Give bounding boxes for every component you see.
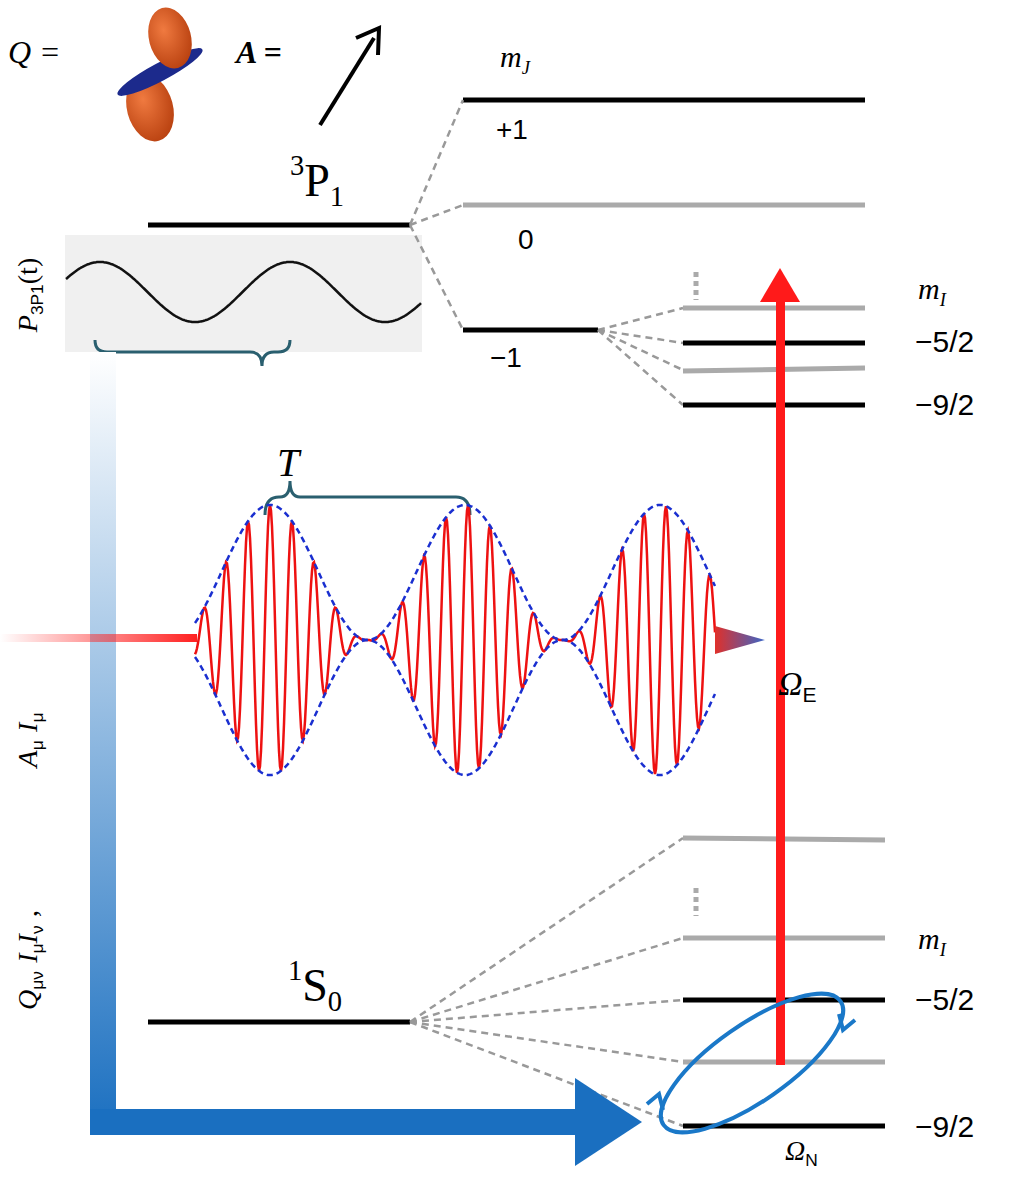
symbol-label: A =: [236, 35, 282, 70]
coupling-label-text: Q: [12, 990, 43, 1010]
quantum-number-text: I: [940, 289, 946, 310]
coupling-arrow: [90, 352, 642, 1166]
quadrupole-icon: [113, 3, 206, 147]
quantum-number-text: m: [500, 40, 522, 73]
quantum-number: mJ: [500, 40, 530, 78]
coupling-label-text: I: [12, 723, 43, 732]
coupling-label-text: μ: [27, 713, 47, 723]
symbol-label-text: A =: [236, 34, 282, 70]
rabi-label-text: N: [805, 1150, 818, 1170]
quantum-number-text: m: [918, 922, 940, 955]
term-symbol-text: 1: [288, 955, 302, 986]
ground-levels: [148, 838, 885, 1126]
laser-head: [715, 626, 765, 654]
level-number-text: 0: [518, 224, 534, 255]
symbol-label: Q =: [8, 35, 61, 70]
rabi-label-text: Ω: [778, 665, 803, 702]
envelope: [195, 505, 715, 640]
term-symbol-text: S: [302, 960, 328, 1011]
coupling-label-text: μ: [27, 740, 47, 750]
level-number: −9/2: [915, 388, 974, 421]
level-number: −5/2: [915, 983, 974, 1016]
symbol-label-text: Q =: [8, 34, 61, 70]
axis-label-text: (t): [12, 258, 43, 284]
level-number-text: −1: [490, 342, 522, 373]
coupling-label-text: ,: [12, 910, 43, 917]
coupling-label-text: μ: [27, 943, 47, 953]
coupling-label-text: I: [12, 953, 43, 962]
level-number: +1: [496, 115, 528, 146]
laser-carrier: [195, 505, 715, 774]
level-number: −1: [490, 343, 522, 374]
term-symbol-text: 0: [328, 986, 342, 1017]
quantum-number-text: J: [522, 57, 530, 78]
nuclear-rotation: [642, 970, 863, 1156]
level-number: −9/2: [915, 1110, 974, 1143]
level-number-text: −9/2: [915, 388, 974, 421]
term-symbol: 1S0: [288, 955, 342, 1018]
rabi-label-text: E: [803, 683, 817, 706]
level-number-text: +1: [496, 114, 528, 145]
coupling-label-text: A: [12, 750, 43, 767]
excited-levels: [148, 100, 865, 405]
quantum-number-text: I: [940, 939, 946, 960]
coupling-label-text: I: [12, 934, 43, 943]
coupling-label-text: μν: [27, 971, 47, 990]
period-label-text: T: [277, 440, 299, 485]
axis-label-text: 3P1: [27, 284, 47, 315]
quantum-number-text: m: [918, 272, 940, 305]
coupling-label: Qμν IμIν,: [13, 910, 47, 1010]
axis-label-text: P: [12, 315, 43, 332]
rabi-label: ΩN: [785, 1136, 818, 1170]
quantum-number: mI: [918, 272, 946, 310]
axis-label: P3P1(t): [13, 258, 47, 332]
envelope: [195, 640, 715, 775]
term-symbol-text: 3: [290, 150, 304, 181]
vector-arrow: [320, 28, 379, 125]
coupling-label-text: ν: [27, 925, 47, 934]
sine-panel: [65, 235, 422, 352]
level-number-text: −5/2: [915, 983, 974, 1016]
level-number: −5/2: [915, 325, 974, 358]
population-oscillation: [66, 262, 421, 322]
quantum-number: mI: [918, 922, 946, 960]
level-number-text: −5/2: [915, 325, 974, 358]
period-bracket: [95, 340, 290, 366]
level-number-text: −9/2: [915, 1110, 974, 1143]
coupling-label: AμIμ: [13, 713, 47, 768]
term-symbol-text: P: [304, 155, 330, 206]
level-number: 0: [518, 225, 534, 256]
period-label: T: [277, 440, 299, 485]
period-bracket: [265, 481, 470, 515]
term-symbol-text: 1: [330, 181, 344, 212]
term-symbol: 3P1: [290, 150, 344, 213]
rabi-label-text: Ω: [785, 1135, 805, 1166]
laser-beam: [0, 634, 197, 642]
rabi-label: ΩE: [778, 665, 817, 707]
